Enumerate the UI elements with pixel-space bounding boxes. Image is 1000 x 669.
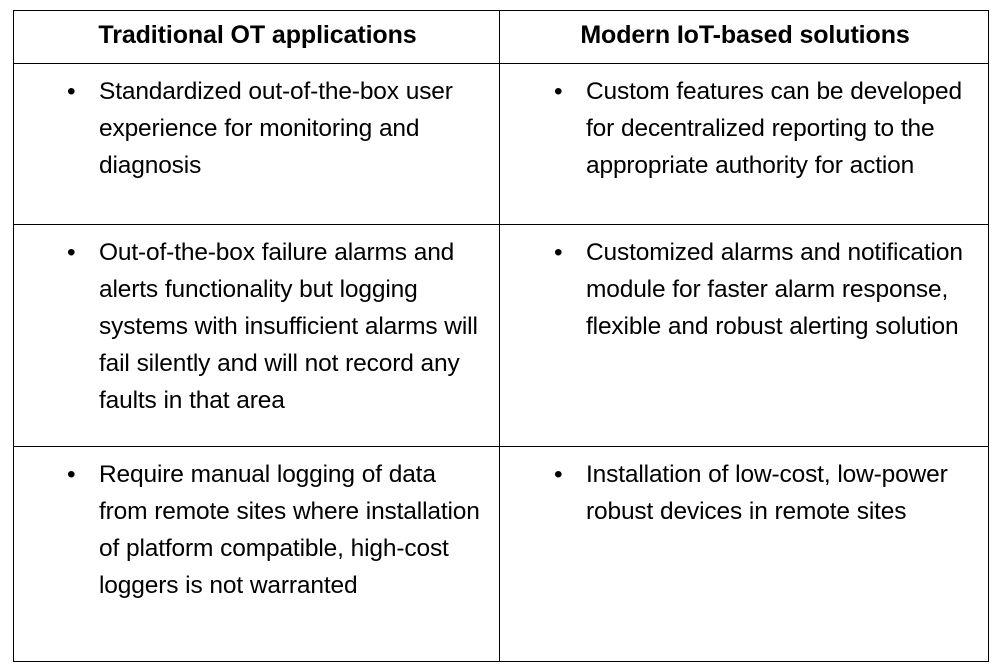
bullet-icon: • <box>67 78 76 105</box>
table-row: • Out-of-the-box failure alarms and aler… <box>13 224 989 447</box>
bullet-list: • Customized alarms and notification mod… <box>500 234 988 345</box>
table-header-row: Traditional OT applications Modern IoT-b… <box>13 10 989 64</box>
cell-content: • Installation of low-cost, low-power ro… <box>500 447 988 538</box>
table-cell-traditional-2: • Out-of-the-box failure alarms and aler… <box>13 224 500 447</box>
table-cell-modern-2: • Customized alarms and notification mod… <box>499 224 989 447</box>
bullet-icon: • <box>554 461 563 488</box>
list-item-text: Installation of low-cost, low-power robu… <box>586 461 948 525</box>
cell-content: • Standardized out-of-the-box user exper… <box>14 64 499 192</box>
list-item: • Require manual logging of data from re… <box>14 456 499 604</box>
bullet-list: • Standardized out-of-the-box user exper… <box>14 73 499 184</box>
list-item-text: Out-of-the-box failure alarms and alerts… <box>99 239 478 414</box>
table-cell-modern-3: • Installation of low-cost, low-power ro… <box>499 446 989 662</box>
bullet-list: • Out-of-the-box failure alarms and aler… <box>14 234 499 419</box>
list-item-text: Standardized out-of-the-box user experie… <box>99 78 453 179</box>
column-header-label: Traditional OT applications <box>98 21 417 49</box>
table-cell-traditional-1: • Standardized out-of-the-box user exper… <box>13 63 500 225</box>
list-item: • Standardized out-of-the-box user exper… <box>14 73 499 184</box>
column-header-traditional-ot: Traditional OT applications <box>13 10 500 64</box>
bullet-list: • Custom features can be developed for d… <box>500 73 988 184</box>
bullet-icon: • <box>554 78 563 105</box>
list-item: • Custom features can be developed for d… <box>500 73 988 184</box>
list-item-text: Customized alarms and notification modul… <box>586 239 963 340</box>
list-item-text: Require manual logging of data from remo… <box>99 461 480 599</box>
bullet-icon: • <box>554 239 563 266</box>
table-row: • Require manual logging of data from re… <box>13 446 989 662</box>
column-header-modern-iot: Modern IoT-based solutions <box>499 10 989 64</box>
list-item: • Installation of low-cost, low-power ro… <box>500 456 988 530</box>
column-header-label: Modern IoT-based solutions <box>580 21 910 49</box>
list-item: • Customized alarms and notification mod… <box>500 234 988 345</box>
list-item-text: Custom features can be developed for dec… <box>586 78 962 179</box>
bullet-icon: • <box>67 239 76 266</box>
table-row: • Standardized out-of-the-box user exper… <box>13 63 989 225</box>
table-cell-modern-1: • Custom features can be developed for d… <box>499 63 989 225</box>
bullet-icon: • <box>67 461 76 488</box>
table-cell-traditional-3: • Require manual logging of data from re… <box>13 446 500 662</box>
cell-content: • Require manual logging of data from re… <box>14 447 499 612</box>
bullet-list: • Installation of low-cost, low-power ro… <box>500 456 988 530</box>
cell-content: • Custom features can be developed for d… <box>500 64 988 192</box>
cell-content: • Out-of-the-box failure alarms and aler… <box>14 225 499 427</box>
list-item: • Out-of-the-box failure alarms and aler… <box>14 234 499 419</box>
cell-content: • Customized alarms and notification mod… <box>500 225 988 353</box>
bullet-list: • Require manual logging of data from re… <box>14 456 499 604</box>
comparison-table: Traditional OT applications Modern IoT-b… <box>13 10 989 662</box>
